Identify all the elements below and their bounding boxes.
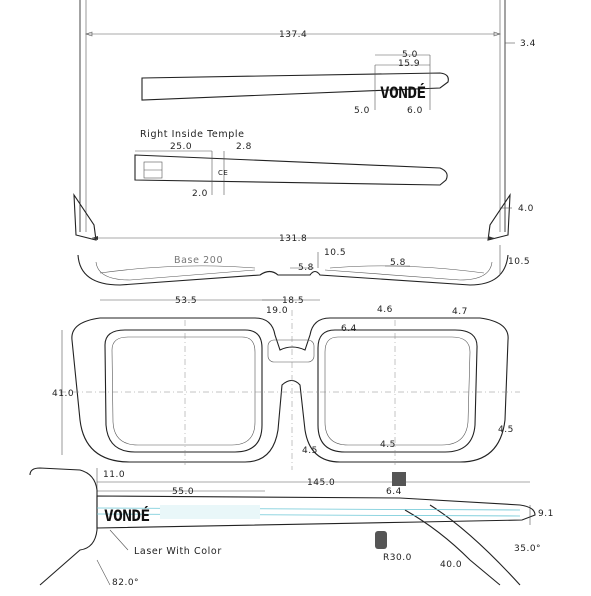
dim-5-0-a: 5.0 <box>402 50 418 60</box>
dim-4-6: 4.6 <box>377 305 393 315</box>
dim-5-0-b: 5.0 <box>354 106 370 116</box>
frame-front-outline <box>71 317 509 463</box>
label-laser-with-color: Laser With Color <box>134 546 222 557</box>
dim-4-5-b: 4.5 <box>380 440 396 450</box>
dim-35-deg: 35.0° <box>514 544 541 554</box>
dim-131-8: 131.8 <box>279 234 307 244</box>
dim-4-5-c: 4.5 <box>498 425 514 435</box>
ce-mark: CE <box>218 169 228 177</box>
brand-logo-temple: VONDÉ <box>380 83 426 102</box>
side-frame-front <box>29 467 98 586</box>
dim-25-0: 25.0 <box>170 142 192 152</box>
dim-82-deg: 82.0° <box>112 578 139 588</box>
brand-logo-side: VONDÉ <box>104 506 150 525</box>
side-view: 11.0 145.0 55.0 6.4 VONDÉ 9.1 R30.0 35.0… <box>29 467 554 588</box>
dim-6-4-a: 6.4 <box>341 324 357 334</box>
dim-2-0: 2.0 <box>192 189 208 199</box>
dim-2-8: 2.8 <box>236 142 252 152</box>
label-right-inside-temple: Right Inside Temple <box>140 129 245 140</box>
dim-41-0: 41.0 <box>52 389 74 399</box>
outside-temple <box>141 72 449 101</box>
dim-53-5: 53.5 <box>175 296 197 306</box>
dim-137-4: 137.4 <box>279 30 307 40</box>
dim-15-9: 15.9 <box>398 59 420 69</box>
dim-40-0: 40.0 <box>440 560 462 570</box>
dim-4-5-a: 4.5 <box>302 446 318 456</box>
dim-18-5: 18.5 <box>282 296 304 306</box>
top-view: 137.4 3.4 5.0 15.9 VONDÉ 5.0 6.0 Right I… <box>73 0 536 286</box>
side-temple <box>96 495 536 529</box>
dim-3-4: 3.4 <box>520 39 536 49</box>
dim-11-0: 11.0 <box>103 470 125 480</box>
label-base: Base 200 <box>174 255 223 266</box>
dim-10-5-a: 10.5 <box>324 248 346 258</box>
inside-temple <box>134 154 448 186</box>
dim-5-8-b: 5.8 <box>390 258 406 268</box>
dim-6-4-b: 6.4 <box>386 487 402 497</box>
lens-right <box>317 329 478 453</box>
dim-R30: R30.0 <box>383 553 412 563</box>
frame-top-profile <box>77 254 509 286</box>
dim-4-0: 4.0 <box>518 204 534 214</box>
dim-4-7: 4.7 <box>452 307 468 317</box>
lens-left <box>104 329 263 453</box>
dim-145-0: 145.0 <box>307 478 335 488</box>
dim-5-8-a: 5.8 <box>298 263 314 273</box>
dim-19-0: 19.0 <box>266 306 288 316</box>
dim-6-0: 6.0 <box>407 106 423 116</box>
dim-10-5-b: 10.5 <box>508 257 530 267</box>
front-view: 53.5 18.5 19.0 4.6 4.7 6.4 41.0 4.5 4.5 … <box>52 296 520 470</box>
dim-9-1: 9.1 <box>538 509 554 519</box>
dim-55-0: 55.0 <box>172 487 194 497</box>
